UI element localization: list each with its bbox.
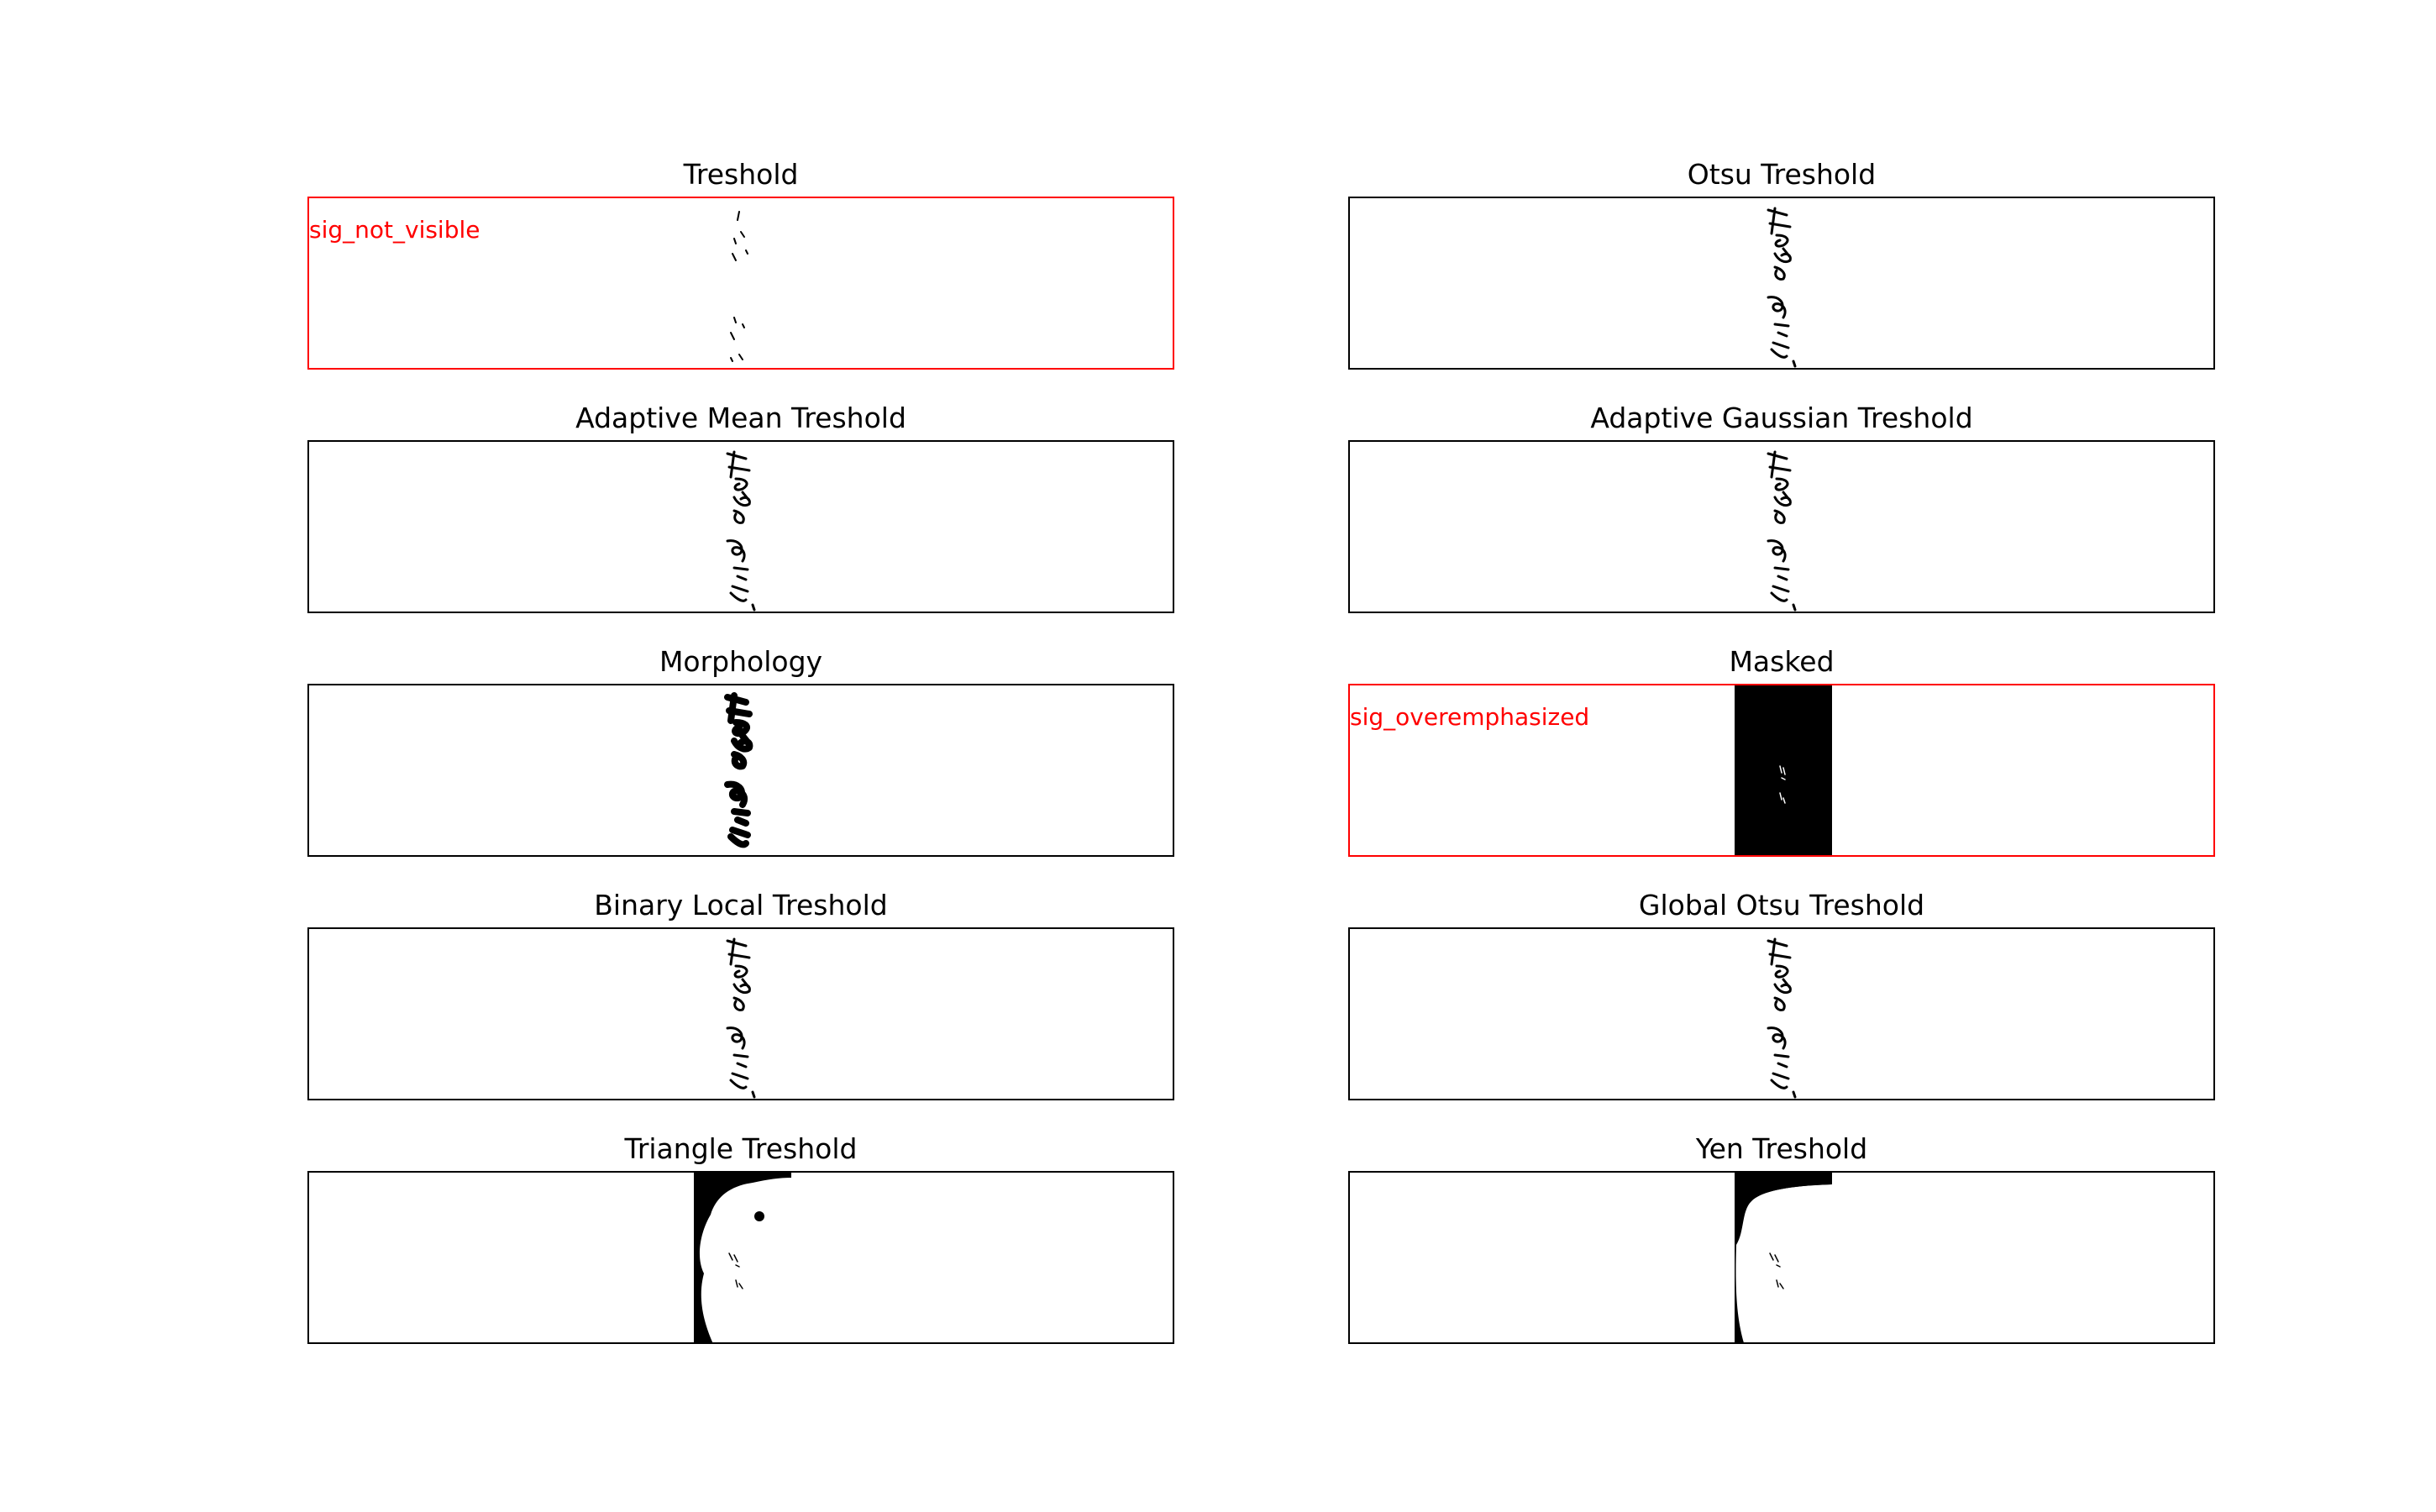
panel-adaptive-gaussian-treshold: Adaptive Gaussian Treshold	[1348, 402, 2215, 613]
panel-title: Yen Treshold	[1695, 1132, 1868, 1165]
signature-image	[730, 211, 748, 362]
image-frame	[307, 440, 1174, 613]
panel-global-otsu-treshold: Global Otsu Treshold	[1348, 889, 2215, 1100]
image-frame	[307, 927, 1174, 1100]
signature-image	[1767, 207, 1797, 368]
signature-image	[1767, 450, 1797, 612]
panel-title: Adaptive Mean Treshold	[575, 402, 906, 434]
panel-title: Adaptive Gaussian Treshold	[1590, 402, 1973, 434]
panel-title: Otsu Treshold	[1687, 158, 1877, 191]
panel-title: Morphology	[659, 645, 823, 678]
signature-image	[1735, 1173, 1832, 1342]
image-frame	[307, 1171, 1174, 1344]
flag-label: sig_overemphasized	[1350, 703, 1590, 731]
panel-title: Triangle Treshold	[624, 1132, 858, 1165]
image-frame	[1348, 927, 2215, 1100]
signature-image	[1767, 937, 1797, 1099]
signature-image	[1735, 685, 1832, 855]
image-frame: sig_not_visible	[307, 197, 1174, 370]
image-frame	[1348, 440, 2215, 613]
panel-treshold: Treshold sig_not_visible	[307, 158, 1174, 370]
panel-title: Masked	[1729, 645, 1835, 678]
panel-title: Treshold	[683, 158, 799, 191]
signature-image	[726, 450, 756, 612]
signature-image	[726, 937, 756, 1099]
flag-label: sig_not_visible	[309, 216, 480, 244]
panel-title: Binary Local Treshold	[594, 889, 888, 921]
panel-title: Global Otsu Treshold	[1638, 889, 1925, 921]
panel-masked: Masked sig_overemphasized	[1348, 645, 2215, 857]
image-frame	[307, 684, 1174, 857]
image-frame	[1348, 197, 2215, 370]
signature-image	[694, 1173, 791, 1342]
image-frame: sig_overemphasized	[1348, 684, 2215, 857]
panel-morphology: Morphology	[307, 645, 1174, 857]
image-frame	[1348, 1171, 2215, 1344]
panel-triangle-treshold: Triangle Treshold	[307, 1132, 1174, 1344]
panel-binary-local-treshold: Binary Local Treshold	[307, 889, 1174, 1100]
panel-adaptive-mean-treshold: Adaptive Mean Treshold	[307, 402, 1174, 613]
panel-yen-treshold: Yen Treshold	[1348, 1132, 2215, 1344]
panel-otsu-treshold: Otsu Treshold	[1348, 158, 2215, 370]
signature-image	[724, 692, 753, 848]
